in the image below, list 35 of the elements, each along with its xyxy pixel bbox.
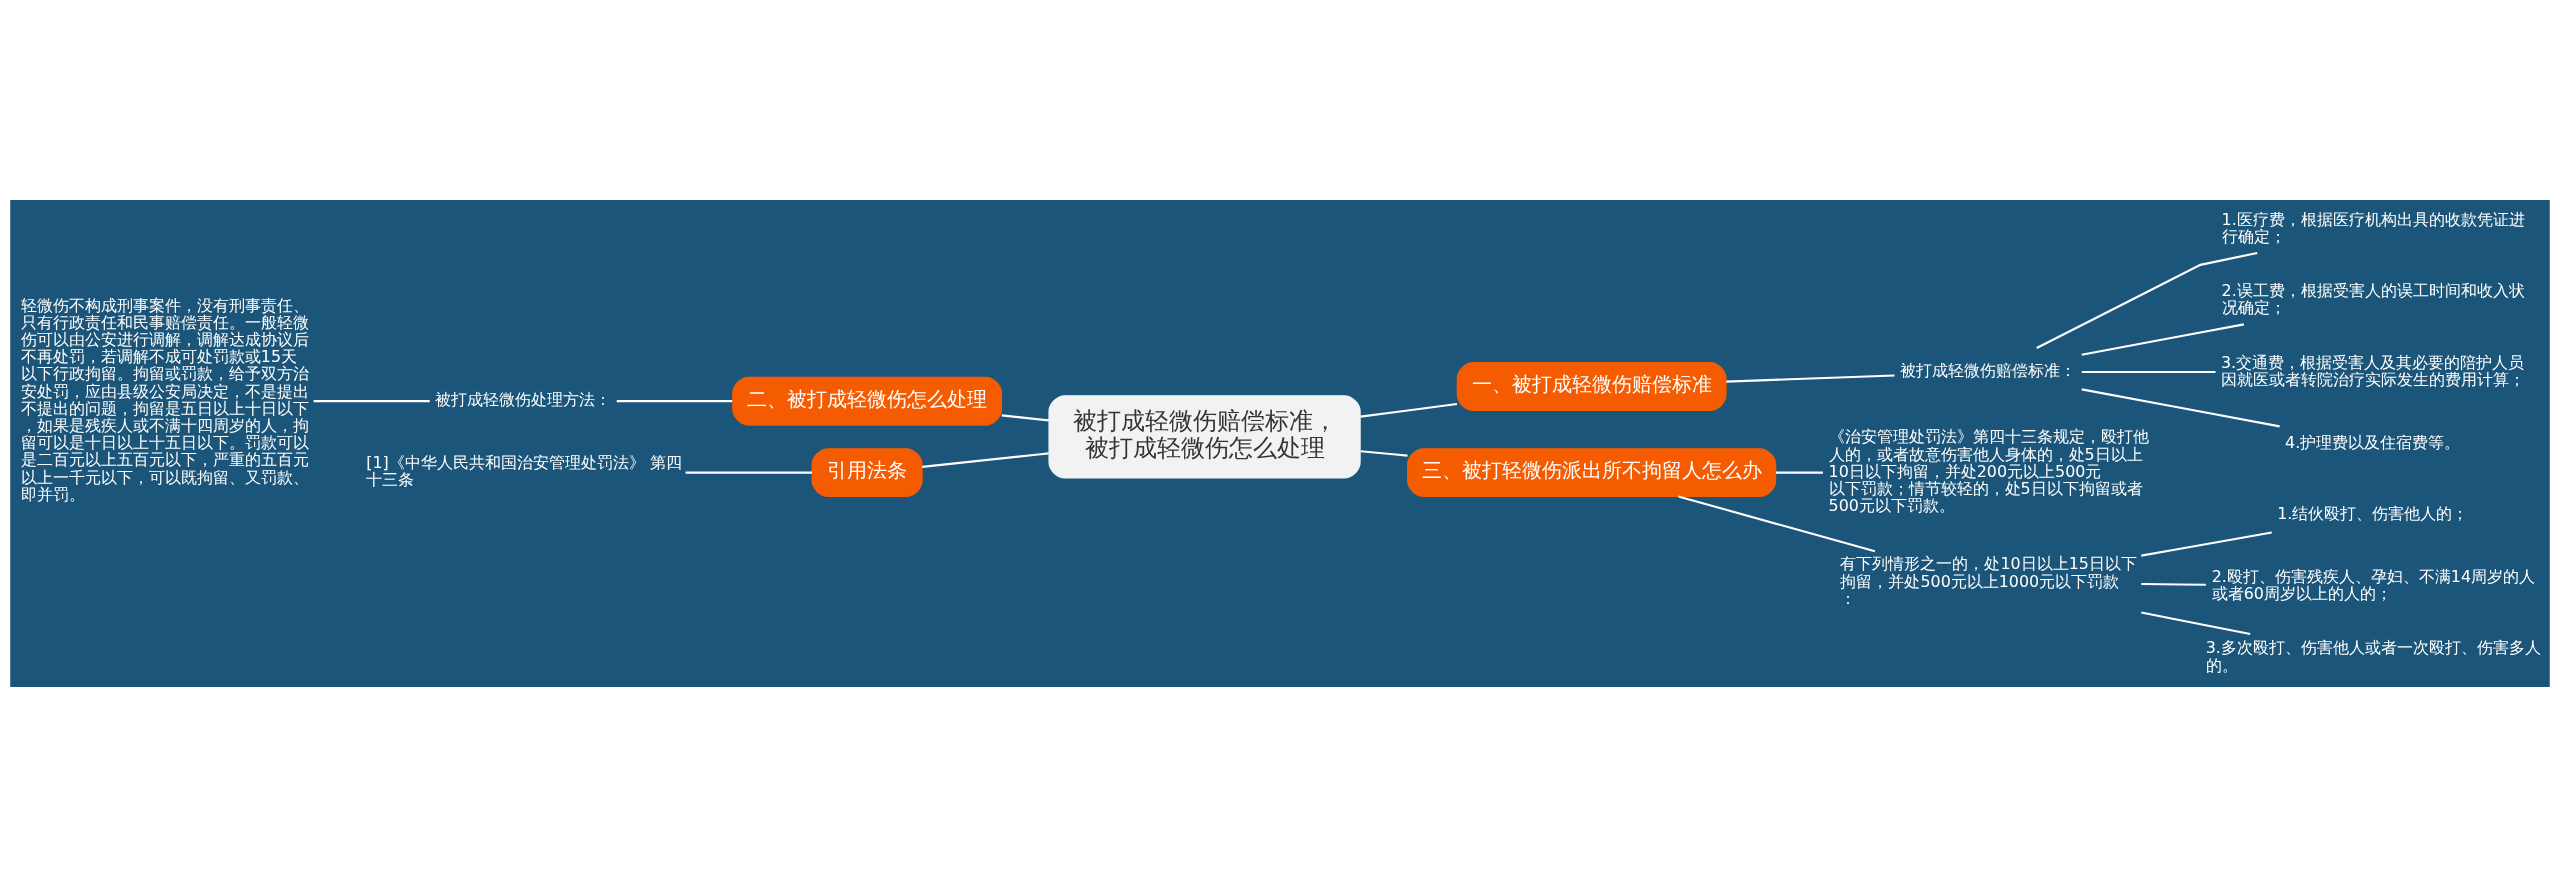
- connector: [922, 451, 1049, 468]
- connector: [685, 471, 812, 474]
- connector: [1678, 494, 1876, 552]
- node-text: [1]《中华人民共和国治安管理处罚法》 第四十三条: [366, 452, 682, 489]
- connector: [1776, 471, 1823, 474]
- connector: [1360, 449, 1408, 457]
- node-text: 3.多次殴打、伤害他人或者一次殴打、伤害多人的。: [2205, 637, 2541, 675]
- node-text: 被打成轻微伤处理方法：: [435, 389, 612, 409]
- node-text: 2.殴打、伤害残疾人、孕妇、不满14周岁的人或者60周岁以上的人的；: [2211, 566, 2536, 603]
- connector: [2081, 322, 2245, 356]
- connector: [2081, 370, 2216, 373]
- connector: [1360, 402, 1458, 418]
- node-box: 被打成轻微伤赔偿标准，被打成轻微伤怎么处理: [1048, 394, 1361, 479]
- node-box: 三、被打轻微伤派出所不拘留人怎么办: [1407, 447, 1777, 497]
- node-text: 2.误工费，根据受害人的误工时间和收入状况确定；: [2221, 280, 2525, 317]
- node-text: 3.交通费，根据受害人及其必要的陪护人员因就医或者转院治疗实际发生的费用计算；: [2220, 352, 2525, 389]
- node-text: 4.护理费以及住宿费等。: [2285, 432, 2461, 452]
- node-box: 一、被打成轻微伤赔偿标准: [1456, 361, 1727, 411]
- connector: [2036, 251, 2258, 349]
- connector: [313, 399, 430, 402]
- node-text: 有下列情形之一的，处10日以上15日以下拘留，并处500元以上1000元以下罚款：: [1840, 553, 2137, 608]
- node-text: 轻微伤不构成刑事案件，没有刑事责任、只有行政责任和民事赔偿责任。一般轻微伤可以由公安进行调解，调解达成协议后不再处罚，若调解不成可处罚款或15天以下行政拘留。拘留或罚款，给予双方治安处罚，应由县级公安局决定，不是提出不提出的问题，拘留是五日以上十日以下，如果是残疾人或不满十四周岁的人，拘留可以是十日以上十五日以下。罚款可以是二百元以上五百元以下，严重的五百元以上一千元以下，可以既拘留、又罚款、即并罚。: [20, 295, 309, 504]
- connector: [616, 399, 733, 402]
- connector: [2081, 387, 2280, 427]
- node-text: 1.医疗费，根据医疗机构出具的收款凭证进行确定；: [2221, 209, 2525, 246]
- node-box: 二、被打成轻微伤怎么处理: [732, 376, 1003, 426]
- node-text: 被打成轻微伤赔偿标准：: [1900, 360, 2076, 380]
- node-box: 引用法条: [811, 447, 923, 497]
- node-text: 1.结伙殴打、伤害他人的；: [2277, 503, 2469, 523]
- connector: [1726, 373, 1895, 383]
- node-text: 《治安管理处罚法》第四十三条规定，殴打他人的，或者故意伤害他人身体的，处5日以上10日以下拘留，并处200元以上500元以下罚款；情节较轻的，处5日以下拘留或者500元以下罚款。: [1828, 426, 2149, 515]
- connector: [2141, 531, 2272, 557]
- connector: [1001, 413, 1049, 421]
- connector: [2141, 610, 2251, 635]
- connector: [2141, 582, 2206, 586]
